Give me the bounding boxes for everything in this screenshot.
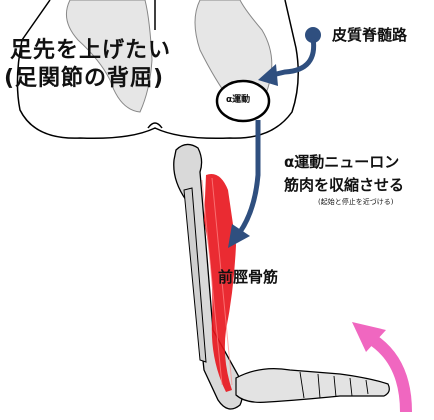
curved-arrow-shaft	[370, 338, 406, 412]
alpha-neuron-label: α運動ニューロン	[284, 153, 399, 172]
dorsiflexion-arrow-icon	[352, 322, 406, 412]
motor-axon	[228, 120, 258, 248]
origin-insertion-note: (起始と停止を近づける)	[318, 198, 393, 207]
corticospinal-label: 皮質脊髄路	[332, 26, 407, 45]
title-line-2: (足関節の背屈)	[4, 66, 164, 92]
title-line-1: 足先を上げたい	[10, 38, 171, 64]
alpha-motor-short-label: α運動	[226, 94, 250, 106]
tibialis-anterior-label: 前脛骨筋	[218, 268, 278, 287]
contract-muscle-label: 筋肉を収縮させる	[284, 176, 404, 195]
